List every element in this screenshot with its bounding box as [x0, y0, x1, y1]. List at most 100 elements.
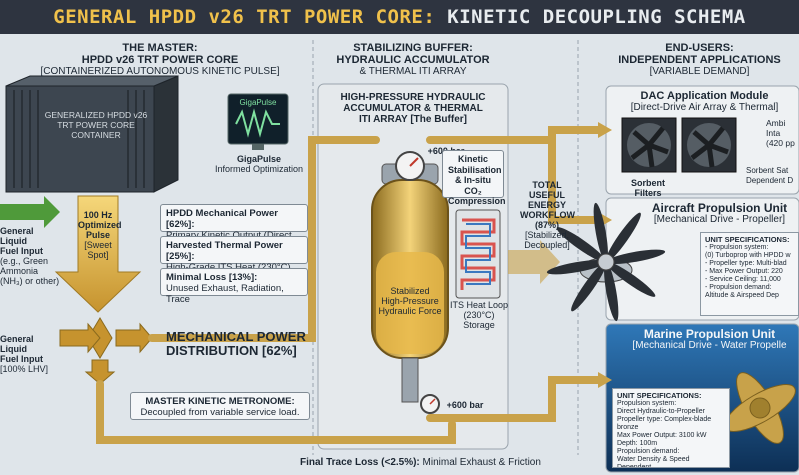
buffer-inner-2: ACCUMULATOR & THERMAL [343, 103, 483, 114]
workflow-1: TOTAL [532, 180, 562, 190]
dac-sat-2: Dependent D [746, 176, 794, 185]
fuel-input-2-line3: [100% LHV] [0, 364, 49, 374]
marine-spec-2: Direct Hydraulic-to-Propeller [617, 408, 705, 415]
metronome-box: MASTER KINETIC METRONOME: Decoupled from… [130, 392, 310, 420]
dac-side: Ambi Inta (420 pp [766, 118, 799, 148]
aircraft-spec-1: - Propulsion system: [705, 244, 769, 251]
gigapulse-caption-1: GigaPulse [236, 154, 281, 164]
accumulator-tank [371, 151, 449, 414]
gigapulse-caption-2: Informed Optimization [214, 164, 304, 174]
kinetic-4: Compression [448, 196, 506, 206]
mech-distribution-label: MECHANICAL POWER DISTRIBUTION [62%] [166, 330, 316, 358]
its-label-1: ITS Heat Loop [449, 300, 509, 310]
buffer-heading: STABILIZING BUFFER: HYDRAULIC ACCUMULATO… [320, 42, 506, 78]
kinetic-3: & In-situ CO₂ [455, 175, 491, 196]
aircraft-spec-3: - Propeller type: Multi-blad [705, 260, 787, 267]
marine-spec-3: Propeller type: Complex-blade bronze [617, 416, 712, 431]
workflow-3: ENERGY [527, 200, 566, 210]
output-thermal-detail: High-Grade ITS Heat (230°C) [166, 262, 291, 273]
marine-specs: UNIT SPECIFICATIONS: Propulsion system: … [612, 388, 730, 468]
pulse-arrow [54, 195, 142, 313]
marine-spec-5: Depth: 100m [617, 440, 658, 447]
aircraft-title-block: Aircraft Propulsion Unit [Mechanical Dri… [640, 202, 799, 226]
endusers-heading-1: END-USERS: [665, 42, 734, 54]
pulse-label: 100 Hz Optimized Pulse [Sweet Spot] [78, 210, 122, 260]
gigapulse-caption: GigaPulse Informed Optimization [214, 154, 304, 174]
tank-label-1: Stabilized [390, 286, 430, 296]
output-thermal: Harvested Thermal Power [25%]: High-Grad… [160, 236, 308, 273]
workflow-4: WORKFLOW [520, 210, 575, 220]
power-core-container [5, 75, 179, 193]
aircraft-spec-5: - Service Ceiling: 11,000 [705, 276, 781, 283]
metronome-title: MASTER KINETIC METRONOME: [145, 396, 295, 407]
fuel-input-1-line4: (NH₃) or other) [0, 276, 60, 286]
buffer-heading-1: STABILIZING BUFFER: [353, 42, 473, 54]
marine-spec-0: UNIT SPECIFICATIONS: [617, 391, 702, 400]
master-heading-3: [CONTAINERIZED AUTONOMOUS KINETIC PULSE] [40, 66, 280, 77]
aircraft-spec-2: (0) Turboprop with HPDD w [705, 252, 791, 259]
buffer-inner-3: ITI ARRAY [The Buffer] [359, 114, 467, 125]
fuel-arrow [0, 196, 60, 228]
tank-label-2: High-Pressure [381, 296, 439, 306]
mech-distribution-2: DISTRIBUTION [62%] [166, 343, 297, 358]
buffer-heading-2: HYDRAULIC ACCUMULATOR [336, 54, 490, 66]
output-mechanical-title: HPDD Mechanical Power [62%]: [166, 208, 278, 230]
metronome-detail: Decoupled from variable service load. [140, 407, 300, 418]
pulse-label-5: Spot] [87, 250, 109, 260]
buffer-inner-title: HIGH-PRESSURE HYDRAULIC ACCUMULATOR & TH… [330, 92, 496, 125]
distribution-hub [59, 317, 153, 385]
dac-title: DAC Application Module [640, 90, 769, 102]
aircraft-spec-6: - Propulsion demand: [705, 284, 772, 291]
fuel-input-1-line1: General Liquid [0, 226, 34, 246]
aircraft-spec-0: UNIT SPECIFICATIONS: [705, 235, 790, 244]
workflow-6: [Stabilized, [524, 230, 570, 240]
dac-fans [621, 117, 737, 173]
output-loss: Minimal Loss [13%]: Unused Exhaust, Radi… [160, 268, 308, 305]
buffer-inner-1: HIGH-PRESSURE HYDRAULIC [340, 92, 486, 103]
aircraft-propeller [546, 202, 666, 322]
dac-sat: Sorbent Sat Dependent D [746, 166, 799, 186]
pulse-label-1: 100 Hz [83, 210, 113, 220]
fuel-input-2-line2: Fuel Input [0, 354, 43, 364]
mech-distribution-1: MECHANICAL POWER [166, 329, 306, 344]
footer-bold: Final Trace Loss (<2.5%): [300, 457, 420, 468]
output-mechanical: HPDD Mechanical Power [62%]: Primary Kin… [160, 204, 308, 252]
footer-rest: Minimal Exhaust & Friction [422, 457, 541, 468]
endusers-heading-3: [VARIABLE DEMAND] [649, 66, 750, 77]
workflow-5: (87%) [534, 220, 559, 230]
kinetic-box: Kinetic Stabilisation & In-situ CO₂ Comp… [442, 150, 506, 206]
dac-side-2: Inta [766, 128, 781, 138]
endusers-heading: END-USERS: INDEPENDENT APPLICATIONS [VAR… [600, 42, 799, 78]
marine-title: Marine Propulsion Unit [643, 327, 776, 341]
tank-label: Stabilized High-Pressure Hydraulic Force [378, 286, 442, 316]
pulse-label-2: Optimized [78, 220, 122, 230]
dac-side-3: (420 pp [766, 138, 795, 148]
aircraft-sub: [Mechanical Drive - Propeller] [653, 214, 786, 225]
fuel-input-1-line3: (e.g., Green Ammonia [0, 256, 49, 276]
kinetic-2: Stabilisation [448, 164, 502, 175]
tank-label-3: Hydraulic Force [378, 306, 442, 316]
fuel-input-1-line2: Fuel Input [0, 246, 43, 256]
aircraft-specs: UNIT SPECIFICATIONS: - Propulsion system… [700, 232, 799, 316]
output-thermal-title: Harvested Thermal Power [25%]: [166, 240, 283, 262]
container-label: GENERALIZED HPDD v26 TRT POWER CORE CONT… [44, 110, 148, 140]
master-heading-1: THE MASTER: [122, 42, 198, 54]
workflow-2: USEFUL [529, 190, 565, 200]
marine-title-block: Marine Propulsion Unit [Mechanical Drive… [620, 328, 799, 352]
title-rest: KINETIC DECOUPLING SCHEMA [447, 6, 746, 28]
marine-sub: [Mechanical Drive - Water Propelle [632, 340, 787, 351]
output-loss-detail: Unused Exhaust, Radiation, Trace [166, 283, 284, 305]
gigapulse-screen-label: GigaPulse [239, 98, 277, 107]
endusers-heading-2: INDEPENDENT APPLICATIONS [618, 54, 781, 66]
its-label-2: (230°C) Storage [463, 310, 495, 330]
pulse-label-4: [Sweet [84, 240, 112, 250]
its-heat-loop [455, 209, 501, 299]
title-bold: GENERAL HPDD v26 TRT POWER CORE: [53, 6, 436, 28]
marine-spec-4: Max Power Output: 3100 kW [617, 432, 707, 439]
its-label: ITS Heat Loop (230°C) Storage [448, 300, 510, 330]
buffer-heading-3: & THERMAL ITI ARRAY [359, 66, 467, 77]
output-loss-title: Minimal Loss [13%]: [166, 272, 258, 283]
kinetic-1: Kinetic [457, 154, 488, 164]
dac-sat-1: Sorbent Sat [746, 166, 789, 175]
fuel-input-1: General Liquid Fuel Input (e.g., Green A… [0, 226, 62, 286]
